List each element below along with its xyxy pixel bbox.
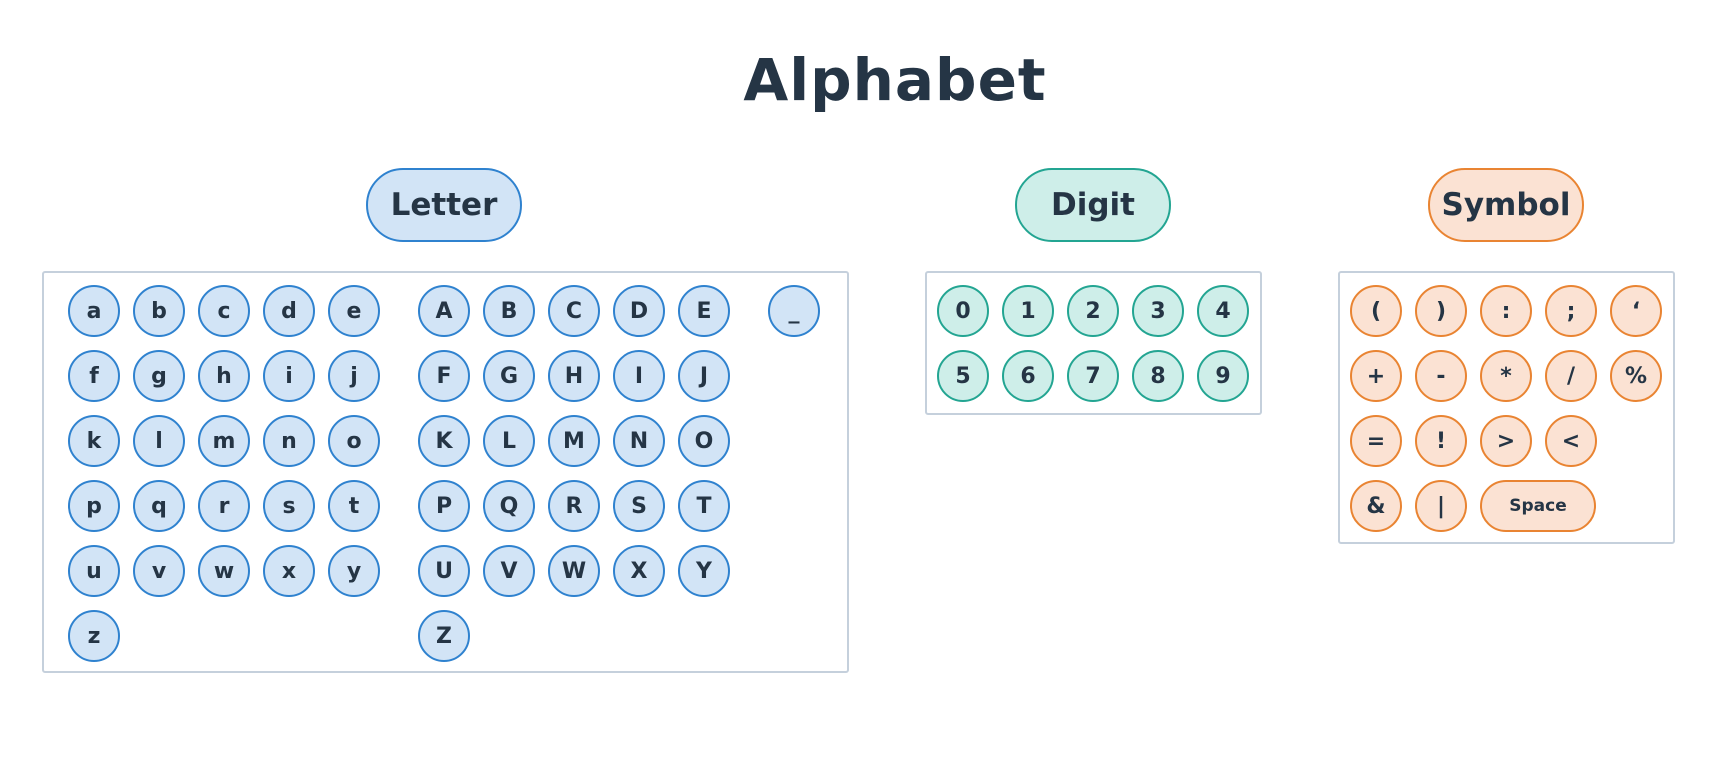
- letter-key: E: [678, 285, 730, 337]
- symbol-key: ;: [1545, 285, 1597, 337]
- digit-key: 8: [1132, 350, 1184, 402]
- symbol-key: |: [1415, 480, 1467, 532]
- digit-key: 9: [1197, 350, 1249, 402]
- letter-key: e: [328, 285, 380, 337]
- letter-key: s: [263, 480, 315, 532]
- letter-key: L: [483, 415, 535, 467]
- symbol-key: &: [1350, 480, 1402, 532]
- letter-key: x: [263, 545, 315, 597]
- letter-key: v: [133, 545, 185, 597]
- letter-key: u: [68, 545, 120, 597]
- letter-key: G: [483, 350, 535, 402]
- digit-group-label: Digit: [1015, 168, 1171, 242]
- letter-key: O: [678, 415, 730, 467]
- letter-key: I: [613, 350, 665, 402]
- diagram-title: Alphabet: [743, 46, 1047, 114]
- digit-key: 2: [1067, 285, 1119, 337]
- letter-key: b: [133, 285, 185, 337]
- symbol-group-label: Symbol: [1428, 168, 1584, 242]
- letter-key: U: [418, 545, 470, 597]
- letter-key: a: [68, 285, 120, 337]
- symbol-key: !: [1415, 415, 1467, 467]
- letter-key: d: [263, 285, 315, 337]
- letter-key: g: [133, 350, 185, 402]
- letter-key: l: [133, 415, 185, 467]
- letter-key: n: [263, 415, 315, 467]
- letter-key: C: [548, 285, 600, 337]
- letter-key: k: [68, 415, 120, 467]
- letter-key: m: [198, 415, 250, 467]
- symbol-key: -: [1415, 350, 1467, 402]
- letter-key: B: [483, 285, 535, 337]
- letter-key: S: [613, 480, 665, 532]
- digit-key: 4: [1197, 285, 1249, 337]
- symbol-key: ): [1415, 285, 1467, 337]
- letter-key: D: [613, 285, 665, 337]
- symbol-key: <: [1545, 415, 1597, 467]
- letter-key: p: [68, 480, 120, 532]
- letter-key: H: [548, 350, 600, 402]
- letter-key: V: [483, 545, 535, 597]
- digit-key: 6: [1002, 350, 1054, 402]
- letter-key: z: [68, 610, 120, 662]
- letter-key: Y: [678, 545, 730, 597]
- letter-key: M: [548, 415, 600, 467]
- letter-key: R: [548, 480, 600, 532]
- digit-key: 5: [937, 350, 989, 402]
- letter-key: A: [418, 285, 470, 337]
- symbol-key: %: [1610, 350, 1662, 402]
- symbol-key: /: [1545, 350, 1597, 402]
- symbol-key: :: [1480, 285, 1532, 337]
- letter-key: _: [768, 285, 820, 337]
- letter-key: N: [613, 415, 665, 467]
- letter-key: c: [198, 285, 250, 337]
- symbol-key: ‘: [1610, 285, 1662, 337]
- symbol-key: =: [1350, 415, 1402, 467]
- letter-key: P: [418, 480, 470, 532]
- letter-key: h: [198, 350, 250, 402]
- digit-key: 3: [1132, 285, 1184, 337]
- letter-key: T: [678, 480, 730, 532]
- digit-key: 0: [937, 285, 989, 337]
- symbol-key: *: [1480, 350, 1532, 402]
- letter-key: W: [548, 545, 600, 597]
- symbol-key: +: [1350, 350, 1402, 402]
- letter-key: Q: [483, 480, 535, 532]
- symbol-panel: ():;‘ +-*/% =!>< &|Space: [1338, 271, 1675, 544]
- letter-key: j: [328, 350, 380, 402]
- letter-key: F: [418, 350, 470, 402]
- digit-key: 7: [1067, 350, 1119, 402]
- letter-key: Z: [418, 610, 470, 662]
- letter-key: q: [133, 480, 185, 532]
- letter-key: y: [328, 545, 380, 597]
- letter-key: i: [263, 350, 315, 402]
- symbol-key: (: [1350, 285, 1402, 337]
- letter-key: X: [613, 545, 665, 597]
- symbol-key: Space: [1480, 480, 1596, 532]
- letter-key: o: [328, 415, 380, 467]
- letter-key: w: [198, 545, 250, 597]
- digit-key: 1: [1002, 285, 1054, 337]
- symbol-key: >: [1480, 415, 1532, 467]
- letter-key: r: [198, 480, 250, 532]
- letter-key: K: [418, 415, 470, 467]
- letter-key: J: [678, 350, 730, 402]
- letter-key: t: [328, 480, 380, 532]
- letter-key: f: [68, 350, 120, 402]
- letter-group-label: Letter: [366, 168, 522, 242]
